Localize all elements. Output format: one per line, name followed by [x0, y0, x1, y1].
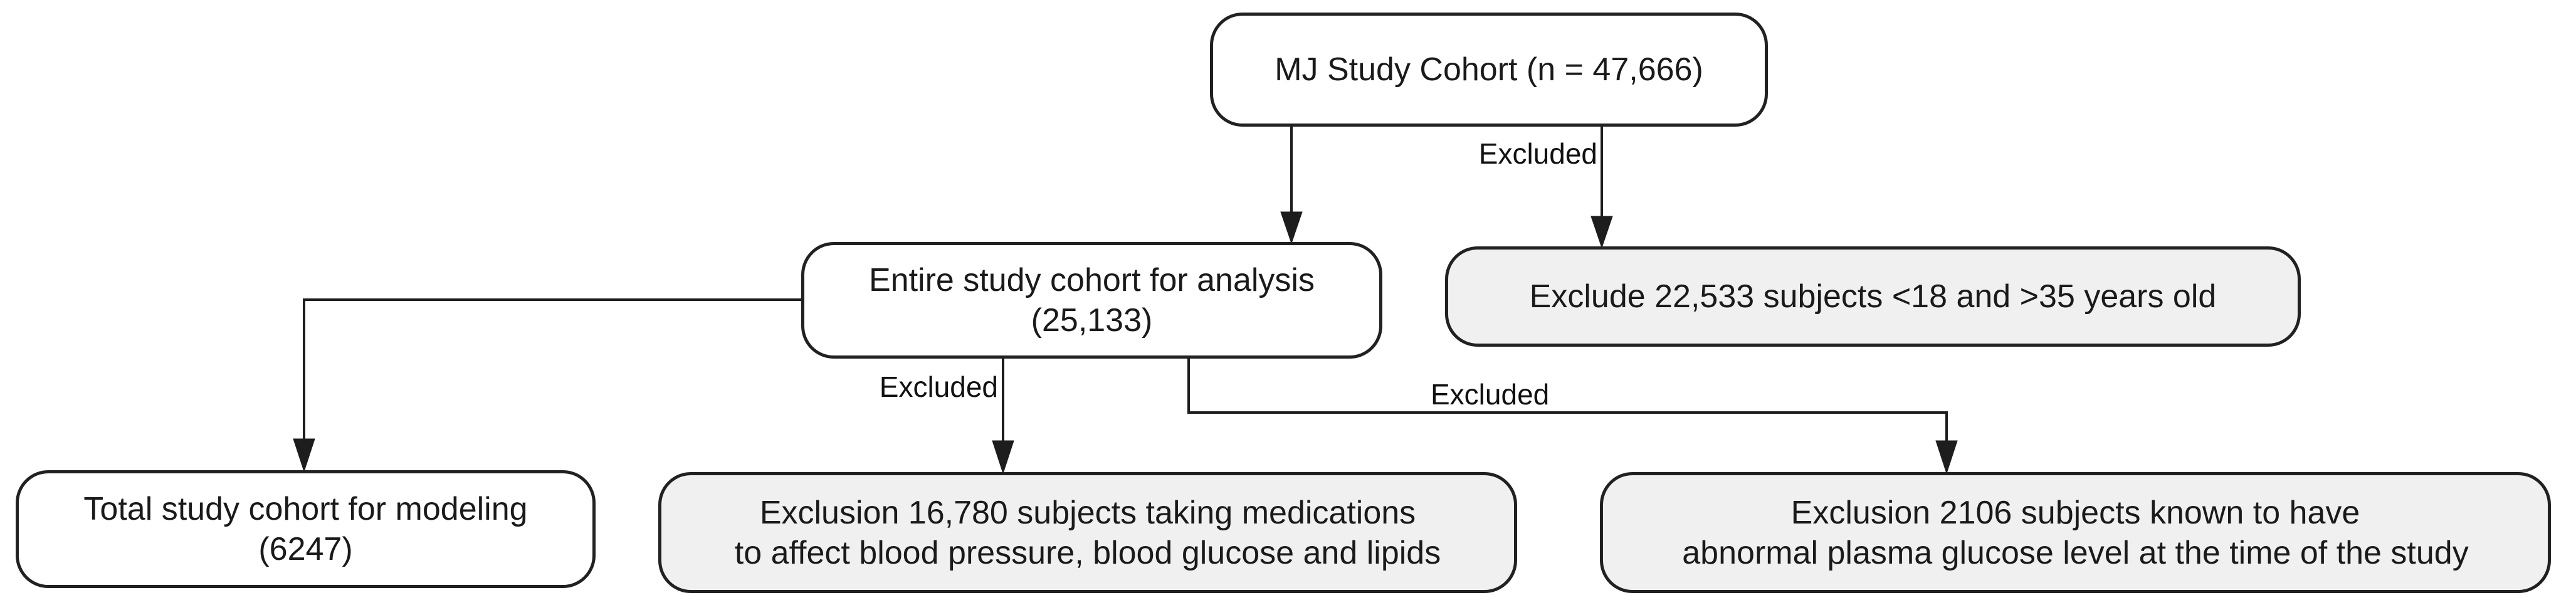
arrowhead-icon: [1935, 440, 1958, 475]
node-text: MJ Study Cohort (n = 47,666): [1275, 51, 1703, 88]
node-text: Exclude 22,533 subjects <18 and >35 year…: [1529, 278, 2217, 315]
node-exclude-age-range: Exclude 22,533 subjects <18 and >35 year…: [1445, 246, 2301, 347]
connector-line: [1187, 359, 1948, 441]
arrowhead-icon: [293, 438, 315, 473]
node-text: Exclusion 16,780 subjects taking medicat…: [759, 494, 1416, 531]
connector-analysis-to-exclude-meds: [992, 359, 1014, 475]
arrowhead-icon: [1280, 211, 1303, 245]
node-exclude-abnormal-glucose: Exclusion 2106 subjects known to have ab…: [1600, 472, 2551, 593]
connector-analysis-to-exclude-glucose: [1187, 359, 1958, 475]
connector-line: [303, 298, 801, 439]
node-count: (6247): [258, 531, 353, 567]
connector-analysis-to-modeling: [293, 298, 801, 473]
node-text: to affect blood pressure, blood glucose …: [734, 534, 1441, 571]
edge-label-excluded: Excluded: [1478, 137, 1597, 170]
node-text: Exclusion 2106 subjects known to have: [1790, 494, 2360, 531]
node-mj-study-cohort: MJ Study Cohort (n = 47,666): [1210, 13, 1768, 127]
node-text: Total study cohort for modeling: [83, 491, 528, 527]
node-total-cohort-modeling: Total study cohort for modeling (6247): [16, 470, 596, 588]
node-exclude-medications: Exclusion 16,780 subjects taking medicat…: [658, 472, 1517, 593]
node-entire-study-cohort: Entire study cohort for analysis (25,133…: [801, 242, 1382, 359]
edge-label-excluded: Excluded: [1431, 378, 1550, 411]
edge-label-excluded: Excluded: [879, 371, 998, 403]
node-count: (25,133): [1031, 302, 1153, 339]
node-text: abnormal plasma glucose level at the tim…: [1682, 534, 2469, 571]
connector-cohort-to-analysis: [1280, 127, 1303, 245]
arrowhead-icon: [1590, 216, 1613, 249]
connector-cohort-to-exclude-age: [1590, 127, 1613, 249]
arrowhead-icon: [992, 440, 1014, 475]
node-text: Entire study cohort for analysis: [869, 262, 1315, 298]
